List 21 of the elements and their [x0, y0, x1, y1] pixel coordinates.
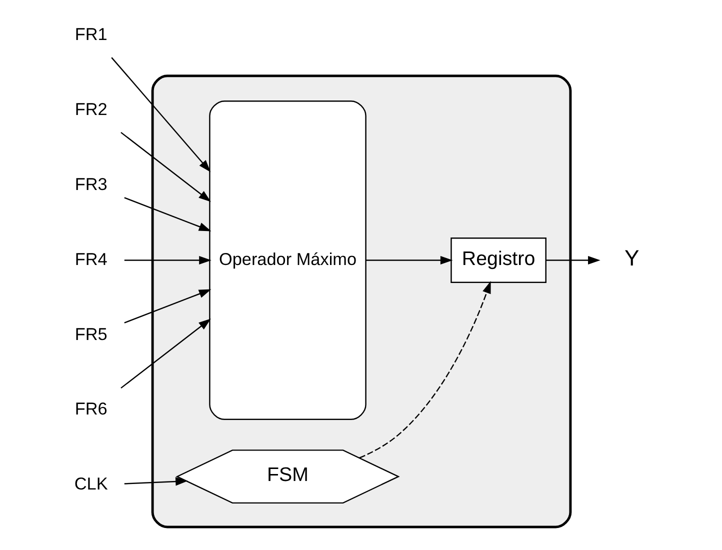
node-text: FR3: [74, 174, 107, 194]
arrow: [365, 256, 452, 265]
arrow: [358, 281, 490, 458]
node-text: FR4: [74, 248, 107, 269]
arrow: [110, 57, 210, 172]
cluster: [150, 74, 572, 528]
node-text: Y: [624, 246, 639, 271]
arrow: [124, 477, 188, 486]
node-box: Registro: [450, 238, 546, 283]
arrow: [545, 256, 600, 265]
node-text: FR1: [74, 24, 107, 44]
arrow: [124, 197, 211, 232]
node-text: FR2: [74, 98, 107, 119]
arrow: [124, 289, 211, 324]
arrow: [120, 132, 210, 202]
arrow: [120, 318, 210, 389]
arrow: [124, 256, 211, 265]
node-text: CLK: [74, 474, 108, 494]
node-text: FR5: [74, 324, 107, 344]
node-text: FR6: [74, 398, 107, 419]
node-box: Operador Máximo: [208, 100, 366, 420]
